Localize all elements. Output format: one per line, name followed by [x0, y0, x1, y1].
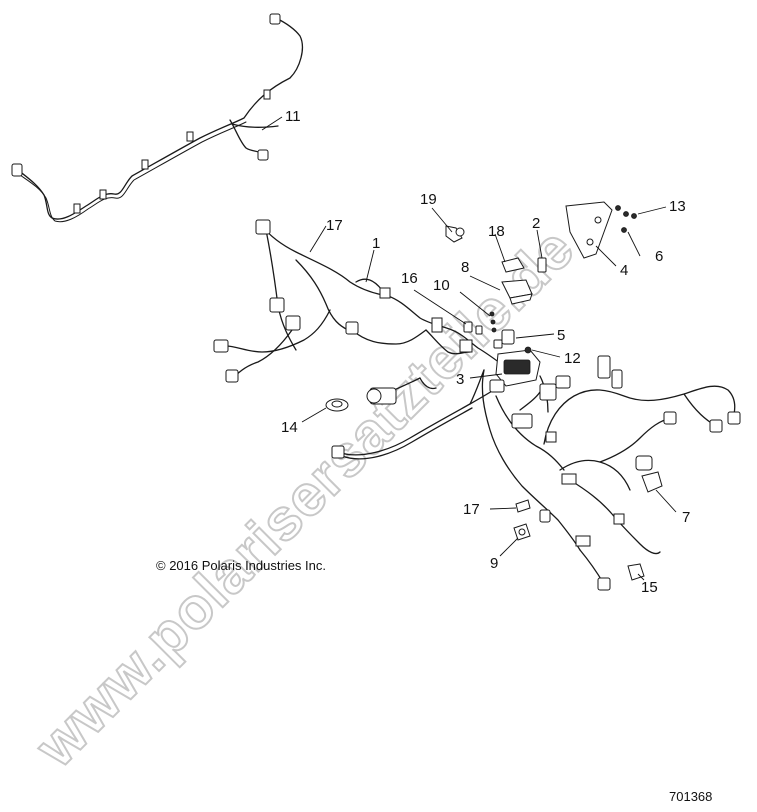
callout-14: 14	[281, 419, 298, 436]
clip-icon	[459, 339, 473, 353]
connector-icon	[597, 577, 611, 591]
copyright-notice: © 2016 Polaris Industries Inc.	[156, 558, 326, 573]
fuse-2	[537, 257, 547, 273]
main-harness-1	[213, 219, 505, 383]
connector-icon	[255, 219, 271, 235]
module-8	[501, 279, 533, 305]
callout-16: 16	[401, 270, 418, 287]
connector-icon	[709, 419, 723, 433]
clip-icon	[575, 535, 591, 547]
callout-15: 15	[641, 579, 658, 596]
connector-icon	[225, 369, 239, 383]
callout-19: 19	[420, 191, 437, 208]
clip-icon	[545, 431, 557, 443]
leader-lines	[261, 116, 677, 581]
callout-10: 10	[433, 277, 450, 294]
callout-9: 9	[490, 555, 498, 572]
callout-4: 4	[620, 262, 628, 279]
clip-icon	[379, 287, 391, 299]
clip-icon	[99, 189, 107, 200]
callout-17-bottom: 17	[463, 501, 480, 518]
bracket-4	[565, 201, 613, 259]
watermark: www.polarisersatzteile.de	[23, 216, 587, 780]
callout-3: 3	[456, 371, 464, 388]
screw-12	[524, 346, 532, 354]
clip-icon	[263, 89, 271, 100]
clip-icon	[431, 317, 443, 333]
fastener-6	[621, 227, 627, 233]
rear-harness-11	[11, 13, 304, 223]
front-harness	[331, 355, 741, 591]
fuse-box-3	[489, 349, 541, 393]
callout-1: 1	[372, 235, 380, 252]
callout-17-top: 17	[326, 217, 343, 234]
clip-icon	[613, 513, 625, 525]
fasteners-13	[615, 205, 637, 219]
grommet-9	[513, 523, 531, 541]
callout-2: 2	[532, 215, 540, 232]
callout-8: 8	[461, 259, 469, 276]
clip-icon	[141, 159, 149, 170]
connector-5	[493, 329, 515, 349]
callout-5: 5	[557, 327, 565, 344]
screws-10	[489, 311, 497, 333]
callout-11: 11	[285, 108, 301, 125]
connector-icon	[285, 315, 301, 331]
connector-icon	[539, 509, 551, 523]
grommet-14	[325, 398, 349, 412]
connector-icon	[663, 411, 677, 425]
callout-7: 7	[682, 509, 690, 526]
callout-6: 6	[655, 248, 663, 265]
callout-labels: 1 2 3 4 5 6 7 8 9 10 11 12 13 14 15 16 1…	[281, 108, 690, 596]
clip-icon	[73, 203, 81, 214]
connector-icon	[257, 149, 269, 161]
clip-16	[463, 321, 483, 335]
connector-icon	[269, 13, 281, 25]
clip-icon	[186, 131, 194, 142]
clip-17	[515, 499, 531, 513]
connector-icon	[555, 375, 571, 389]
drawing-number: 701368	[669, 789, 712, 804]
sensor-7	[635, 455, 663, 493]
clip-icon	[561, 473, 577, 485]
connector-icon	[331, 445, 345, 459]
connector-icon	[345, 321, 359, 335]
connector-icon	[11, 163, 23, 177]
callout-12: 12	[564, 350, 581, 367]
plate-18	[501, 257, 525, 273]
connector-icon	[727, 411, 741, 425]
callout-13: 13	[669, 198, 686, 215]
relay-icon	[511, 413, 533, 429]
connector-icon	[213, 339, 229, 353]
connector-icon	[269, 297, 285, 313]
connector-icon	[539, 383, 557, 401]
callout-18: 18	[488, 223, 505, 240]
connector-icon	[597, 355, 611, 379]
connector-cap-icon	[366, 388, 382, 404]
connector-icon	[611, 369, 623, 389]
